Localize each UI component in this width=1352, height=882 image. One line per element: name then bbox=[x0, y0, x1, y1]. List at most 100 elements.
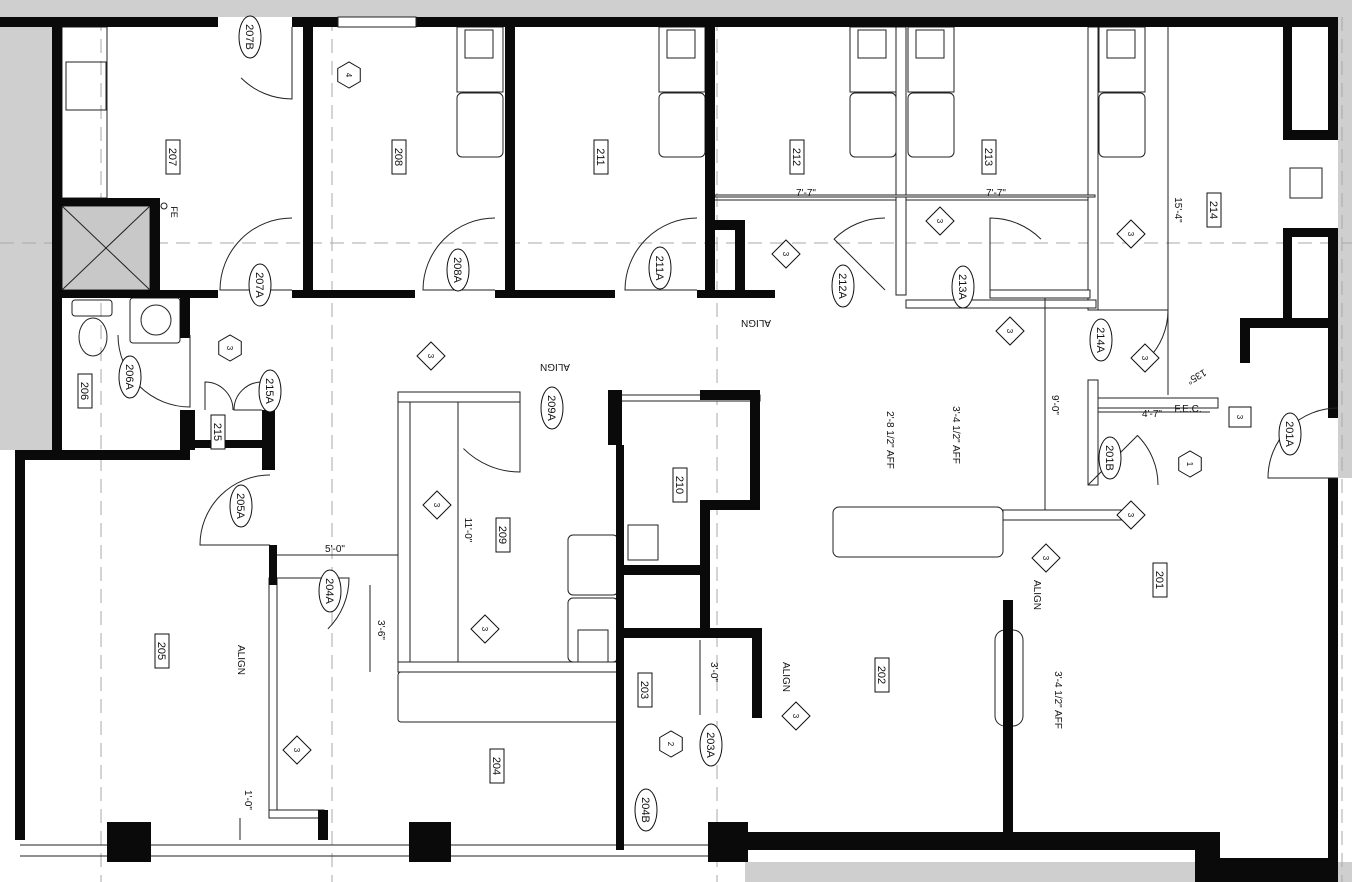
dimension-label: 5'-0" bbox=[325, 544, 345, 555]
align-note: ALIGN bbox=[540, 361, 570, 372]
wall bbox=[62, 198, 160, 206]
door-tag-201B: 201B bbox=[1098, 436, 1122, 480]
door-tag-205A: 205A bbox=[229, 484, 253, 528]
wall bbox=[705, 27, 715, 298]
partition-wall bbox=[989, 289, 1091, 299]
door-tag: 212A bbox=[836, 273, 848, 299]
keynote-diamond bbox=[416, 341, 446, 371]
wall bbox=[505, 27, 515, 298]
keynote-number: 3 bbox=[292, 748, 301, 753]
partition-wall bbox=[397, 661, 624, 673]
door-tag-212A: 212A bbox=[831, 264, 855, 308]
wall bbox=[708, 822, 748, 862]
dimension-label: 7'-7" bbox=[986, 188, 1006, 199]
wall bbox=[495, 290, 615, 298]
washer-drum bbox=[140, 304, 172, 336]
door-tag: 204B bbox=[639, 797, 651, 823]
keynote-diamond bbox=[925, 206, 955, 236]
dimension-label: 15'-4" bbox=[1172, 197, 1183, 223]
bed bbox=[1098, 92, 1146, 158]
door-tag-204A: 204A bbox=[318, 569, 342, 613]
door-tag: 208A bbox=[451, 257, 463, 283]
wall bbox=[1283, 228, 1292, 328]
room-tag-215: 215 bbox=[210, 414, 226, 450]
sink-icon bbox=[1106, 29, 1136, 59]
keynote-diamond bbox=[781, 701, 811, 731]
keynote-diamond bbox=[470, 614, 500, 644]
door-tag: 204A bbox=[323, 578, 335, 604]
keynote-diamond bbox=[1116, 219, 1146, 249]
door-tag-oval bbox=[318, 569, 342, 613]
partition-wall bbox=[397, 391, 411, 673]
bed bbox=[907, 92, 955, 158]
wall bbox=[52, 27, 62, 450]
wall bbox=[292, 290, 415, 298]
door-tag: 201A bbox=[1283, 421, 1295, 447]
dimension-label: 3'-4 1/2" AFF bbox=[950, 406, 961, 464]
wall bbox=[700, 500, 760, 510]
keynote-diamond bbox=[1031, 543, 1061, 573]
room-tag-box bbox=[789, 139, 805, 175]
door-swing bbox=[219, 217, 293, 291]
room-number: 202 bbox=[875, 666, 887, 684]
room-tag-box bbox=[165, 139, 181, 175]
sink-icon bbox=[464, 29, 494, 59]
wall bbox=[1195, 832, 1220, 882]
keynote-number: 4 bbox=[344, 73, 353, 78]
door-tag: 213A bbox=[956, 274, 968, 300]
room-number: 207 bbox=[166, 148, 178, 166]
keynote-hexagon bbox=[218, 334, 242, 362]
sink-icon bbox=[65, 61, 107, 111]
door-tag-oval bbox=[648, 246, 672, 290]
keynote-hexagon bbox=[659, 730, 683, 758]
room-number: 201 bbox=[1153, 571, 1165, 589]
wall bbox=[0, 17, 218, 27]
keynote-number: 3 bbox=[1235, 415, 1244, 420]
toilet-icon bbox=[78, 317, 108, 357]
keynote-square bbox=[1228, 406, 1252, 428]
wall bbox=[735, 220, 745, 298]
door-swing bbox=[240, 27, 293, 100]
room-tag-box bbox=[593, 139, 609, 175]
room-number: 214 bbox=[1207, 201, 1219, 219]
door-tag-215A: 215A bbox=[258, 369, 282, 413]
room-tag-201: 201 bbox=[1152, 562, 1168, 598]
fire-extinguisher-icon bbox=[160, 202, 168, 210]
keynote-number: 2 bbox=[666, 742, 675, 747]
door-tag: 214A bbox=[1094, 327, 1106, 353]
wall bbox=[748, 832, 1208, 850]
dimension-label: 2'-8 1/2" AFF bbox=[884, 411, 895, 469]
room-tag-box bbox=[77, 373, 93, 409]
door-tag-207B: 207B bbox=[238, 15, 262, 59]
keynote-number: 3 bbox=[426, 354, 435, 359]
keynote-diamond bbox=[1116, 500, 1146, 530]
keynote-number: 3 bbox=[791, 714, 800, 719]
keynote-number: 3 bbox=[225, 346, 234, 351]
top-margin bbox=[0, 0, 1352, 17]
room-tag-box bbox=[637, 672, 653, 708]
left-margin bbox=[0, 17, 52, 450]
door-swing bbox=[989, 217, 1042, 290]
wall bbox=[1283, 228, 1338, 237]
wall bbox=[700, 500, 710, 630]
keynote-number: 1 bbox=[1185, 462, 1194, 467]
door-tag: 211A bbox=[653, 256, 665, 282]
door-swing bbox=[199, 474, 271, 546]
partition-wall bbox=[268, 809, 325, 819]
keynote-number: 3 bbox=[935, 219, 944, 224]
keynote-number: 3 bbox=[1126, 513, 1135, 518]
sink-icon bbox=[1289, 167, 1323, 199]
sink-icon bbox=[857, 29, 887, 59]
wall bbox=[750, 390, 760, 500]
dimension-label: 11'-0" bbox=[462, 518, 473, 543]
door-tag-oval bbox=[951, 265, 975, 309]
room-number: 208 bbox=[392, 148, 404, 166]
partitions-layer bbox=[268, 26, 1219, 819]
room-number: 205 bbox=[155, 642, 167, 660]
door-tag-oval bbox=[1098, 436, 1122, 480]
wall bbox=[1328, 478, 1338, 858]
keynote-diamond bbox=[995, 316, 1025, 346]
door-tag-oval bbox=[1089, 318, 1113, 362]
door-tag-oval bbox=[238, 15, 262, 59]
wall bbox=[1283, 27, 1292, 140]
